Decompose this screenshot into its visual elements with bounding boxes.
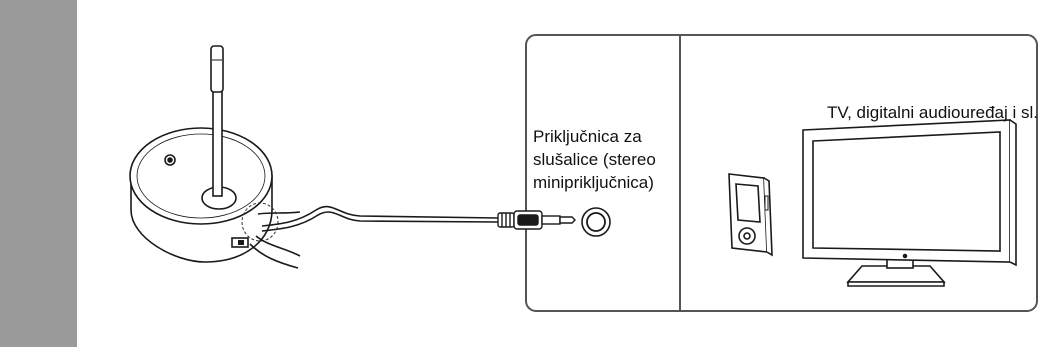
section-side-tab xyxy=(0,0,77,347)
headphone-jack-icon xyxy=(581,207,611,237)
transmitter-cables xyxy=(249,205,499,269)
digital-audio-player-icon xyxy=(728,173,773,257)
port-highlight xyxy=(241,202,279,242)
stereo-mini-plug-icon xyxy=(497,210,576,230)
wireless-transmitter-icon xyxy=(129,45,273,263)
devices-label: TV, digitalni audiouređaj i sl. xyxy=(826,103,1038,122)
headphone-jack-label-line-1: Priključnica za xyxy=(533,127,642,146)
headphone-jack-label-line-2: slušalice (stereo xyxy=(533,150,656,169)
headphone-jack-label: Priključnica za slušalice (stereo minipr… xyxy=(533,125,683,194)
tv-icon xyxy=(802,119,1017,287)
headphone-jack-label-line-3: minipriključnica) xyxy=(533,173,654,192)
